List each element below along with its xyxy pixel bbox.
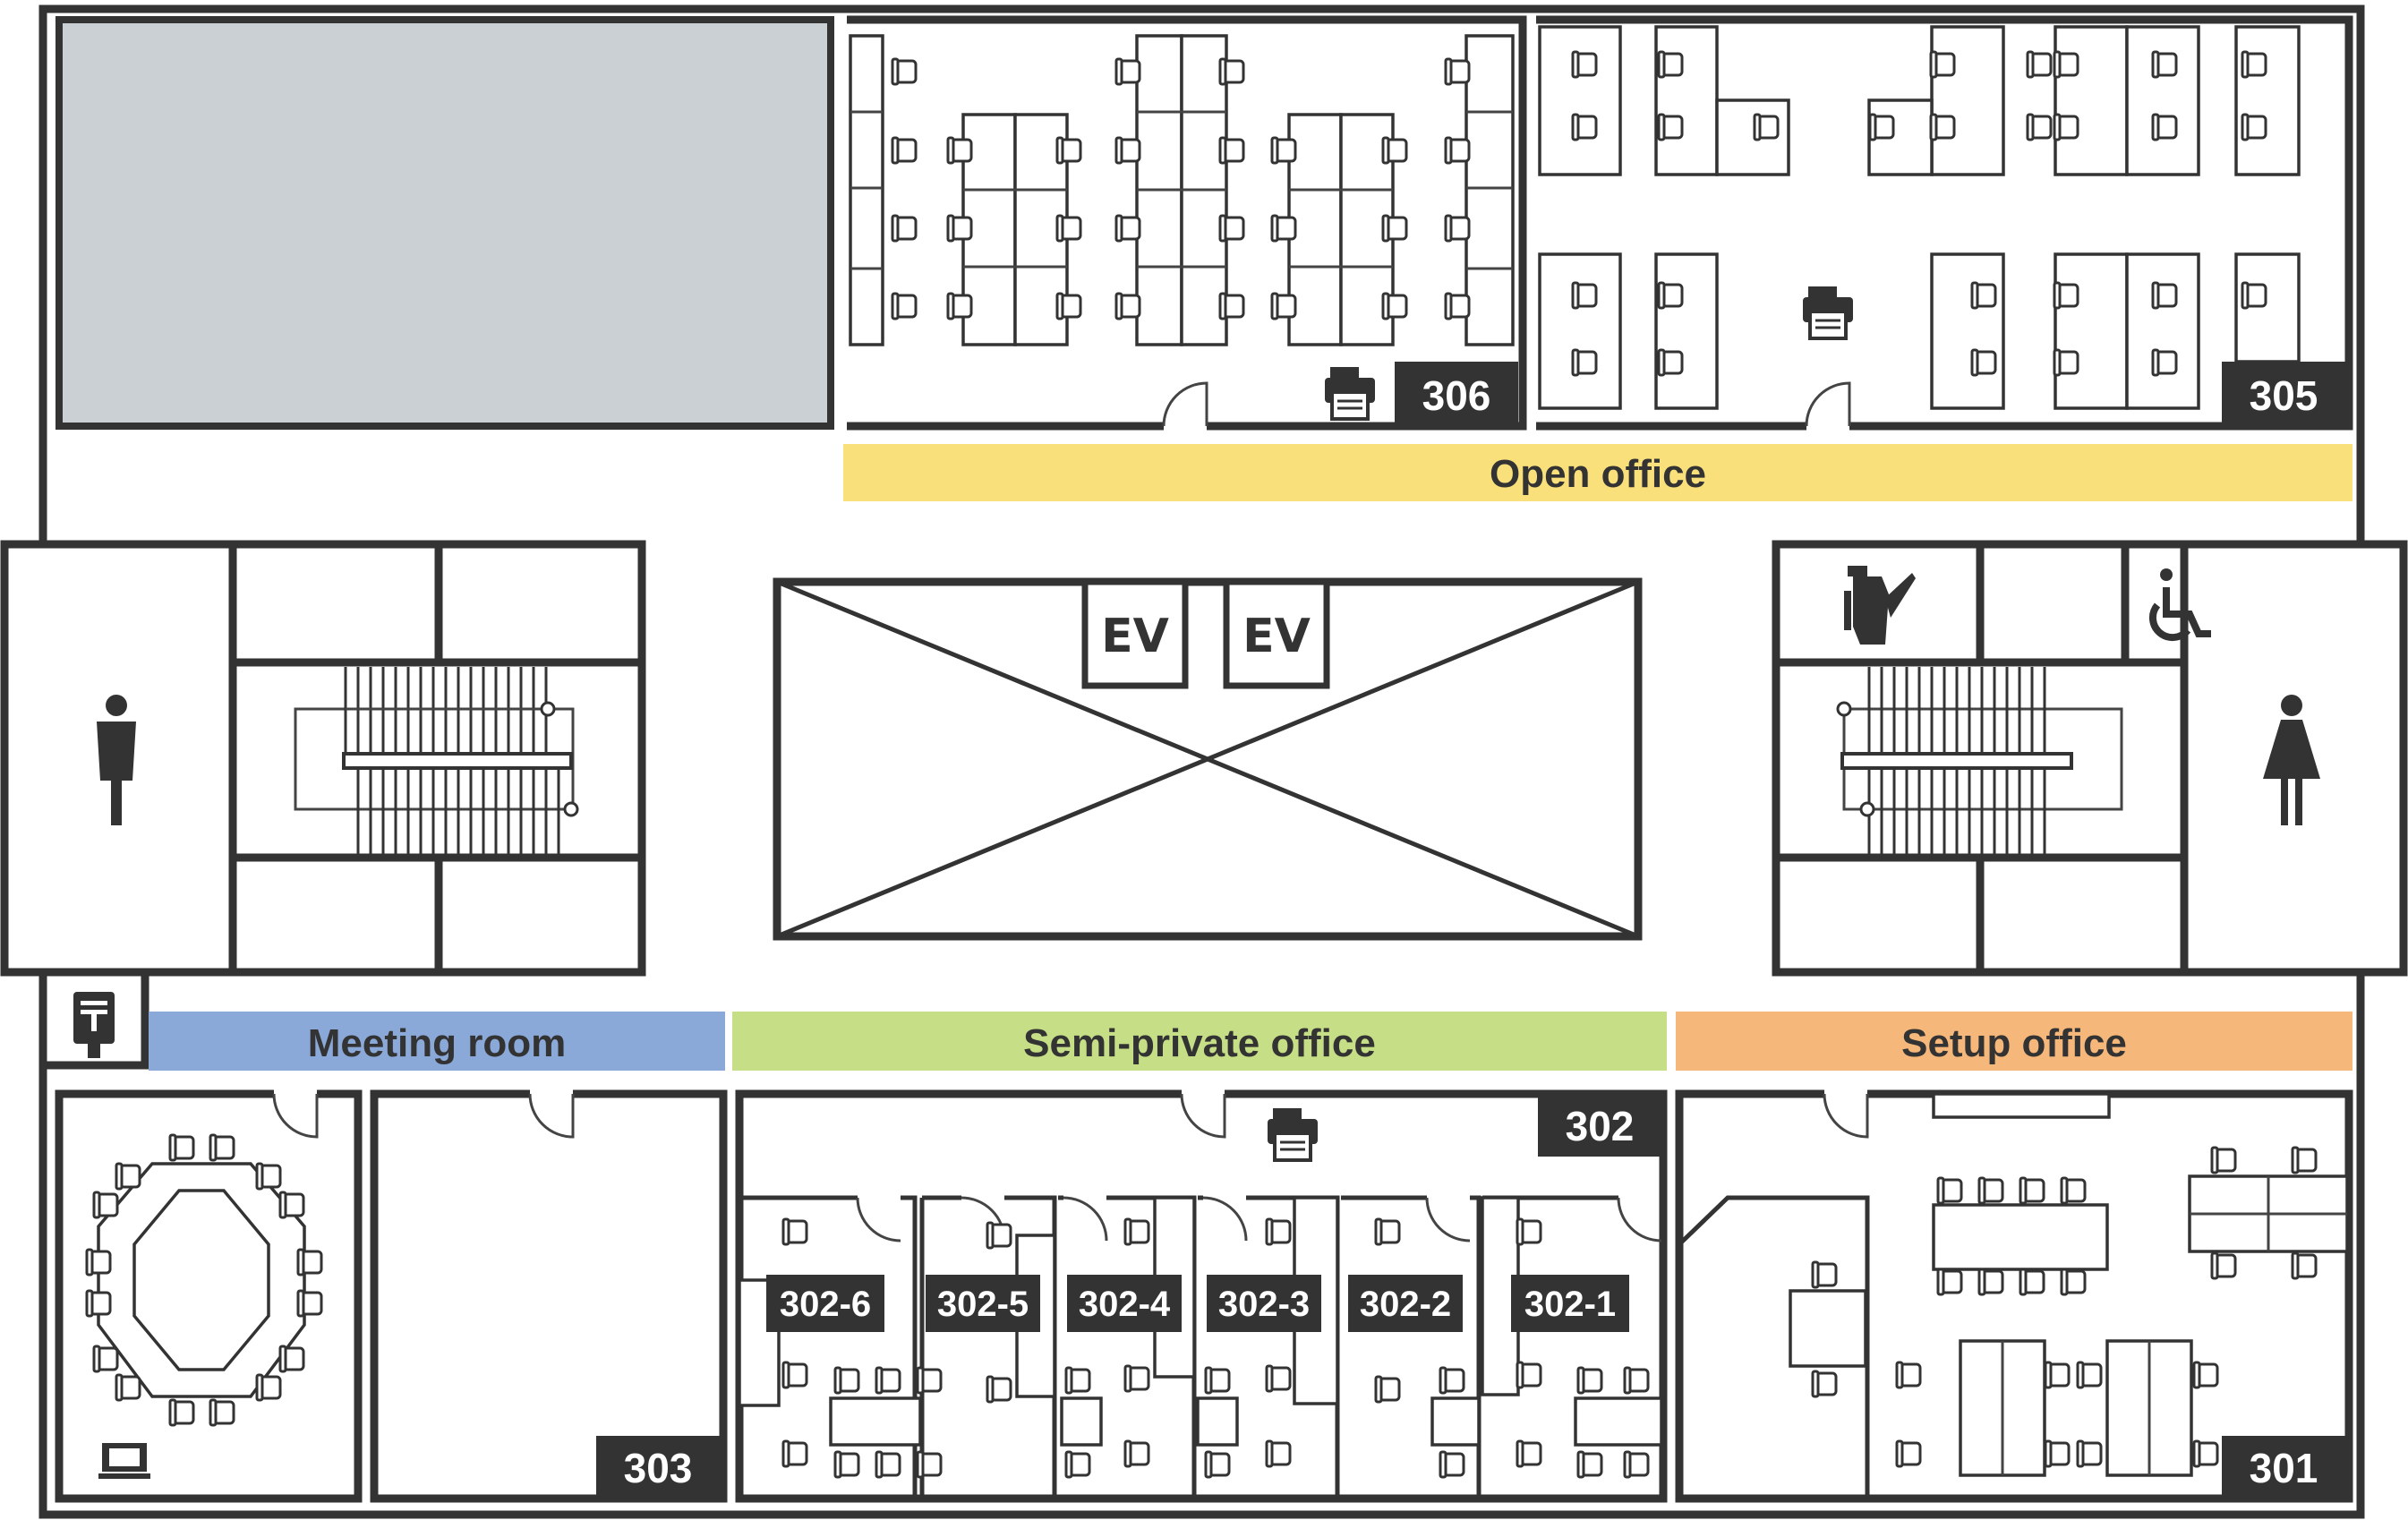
postal-mark-icon <box>38 968 149 1070</box>
room-number-302-3: 302-3 <box>1218 1285 1310 1324</box>
semi-private-band <box>732 1012 1667 1071</box>
room-number-302: 302 <box>1566 1103 1635 1149</box>
left-core <box>0 540 646 977</box>
womens-restroom-icon <box>2263 695 2320 825</box>
atrium-void <box>56 16 834 430</box>
room-305: 305 <box>1536 15 2353 431</box>
meeting-room <box>55 1089 363 1503</box>
kettle-icon <box>1844 566 1916 645</box>
elevator-shaft: EV EV <box>773 577 1643 941</box>
tv-monitor-icon <box>98 1443 150 1479</box>
room-number-306: 306 <box>1422 372 1491 419</box>
open-office-label: Open office <box>1490 452 1706 496</box>
elevator-1-label: EV <box>1101 610 1169 663</box>
room-306: 306 <box>847 15 1527 431</box>
printer-icon <box>1323 365 1377 421</box>
printer-icon <box>1801 285 1855 340</box>
room-number-302-6: 302-6 <box>780 1285 871 1324</box>
right-core <box>1772 540 2408 977</box>
room-number-302-2: 302-2 <box>1360 1285 1451 1324</box>
room-number-302-5: 302-5 <box>937 1285 1029 1324</box>
setup-office-band <box>1676 1012 2352 1071</box>
room-number-302-4: 302-4 <box>1079 1285 1171 1324</box>
room-number-301: 301 <box>2250 1445 2318 1491</box>
open-office-band <box>843 444 2352 501</box>
meeting-room-band <box>149 1012 725 1071</box>
elevator-2-label: EV <box>1242 610 1311 663</box>
room-302: 302 <box>735 1089 1663 1503</box>
room-number-303: 303 <box>624 1445 693 1491</box>
room-number-302-1: 302-1 <box>1524 1285 1616 1324</box>
setup-office-label: Setup office <box>1901 1021 2127 1065</box>
meeting-room-label: Meeting room <box>308 1021 566 1065</box>
semi-private-label: Semi-private office <box>1023 1021 1376 1065</box>
mens-restroom-icon <box>97 695 136 825</box>
room-303: 303 <box>370 1089 728 1503</box>
room-number-305: 305 <box>2250 372 2318 419</box>
printer-icon <box>1266 1106 1319 1162</box>
room-301: 301 <box>1675 1089 2353 1503</box>
wheelchair-icon <box>2148 568 2211 642</box>
